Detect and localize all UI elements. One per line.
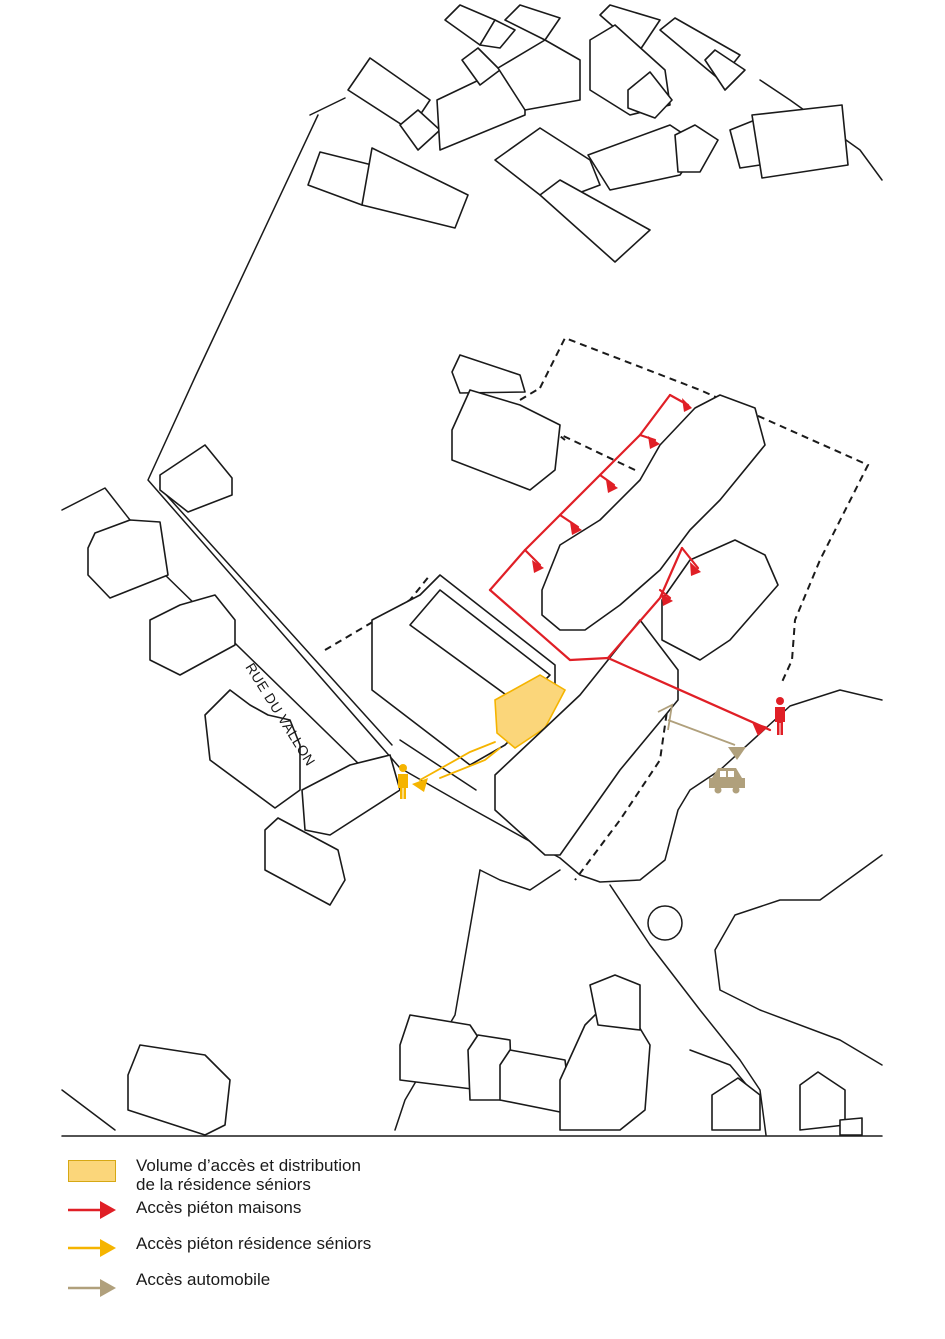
person-icon	[775, 697, 785, 735]
arrow-right-icon	[68, 1201, 116, 1219]
buildings-north	[307, 4, 849, 263]
legend-volume-line1: Volume d’accès et distribution	[136, 1156, 361, 1175]
legend-item-pedestrian-senior: Accès piéton résidence séniors	[66, 1234, 766, 1274]
pedestrian-houses-route	[488, 393, 772, 732]
arrow-right-icon	[68, 1279, 116, 1297]
roads-and-plots	[61, 79, 883, 1137]
car-access-route	[657, 703, 736, 746]
legend-label-pedestrian-houses: Accès piéton maisons	[136, 1198, 302, 1217]
legend-label-pedestrian-senior: Accès piéton résidence séniors	[136, 1234, 372, 1253]
tan-arrowhead	[728, 747, 746, 760]
car-icon	[709, 768, 745, 794]
legend-volume-line2: de la résidence séniors	[136, 1175, 311, 1194]
legend-label-car: Accès automobile	[136, 1270, 271, 1289]
legend-item-volume: Volume d’accès et distribution de la rés…	[66, 1156, 766, 1196]
red-arrowheads	[532, 398, 768, 736]
arrow-right-icon	[68, 1239, 116, 1257]
legend-swatch-yellow	[68, 1160, 116, 1182]
buildings-site	[371, 354, 779, 856]
legend-item-pedestrian-houses: Accès piéton maisons	[66, 1198, 766, 1238]
pedestrian-senior-route	[419, 741, 501, 781]
buildings-south	[399, 974, 863, 1136]
person-icon	[398, 764, 408, 799]
buildings-west	[87, 444, 401, 1136]
site-plan-axonometric	[61, 4, 883, 1137]
legend-label-volume: Volume d’accès et distribution de la rés…	[136, 1156, 361, 1194]
legend-item-car: Accès automobile	[66, 1270, 766, 1310]
yellow-arrowhead	[412, 778, 428, 792]
